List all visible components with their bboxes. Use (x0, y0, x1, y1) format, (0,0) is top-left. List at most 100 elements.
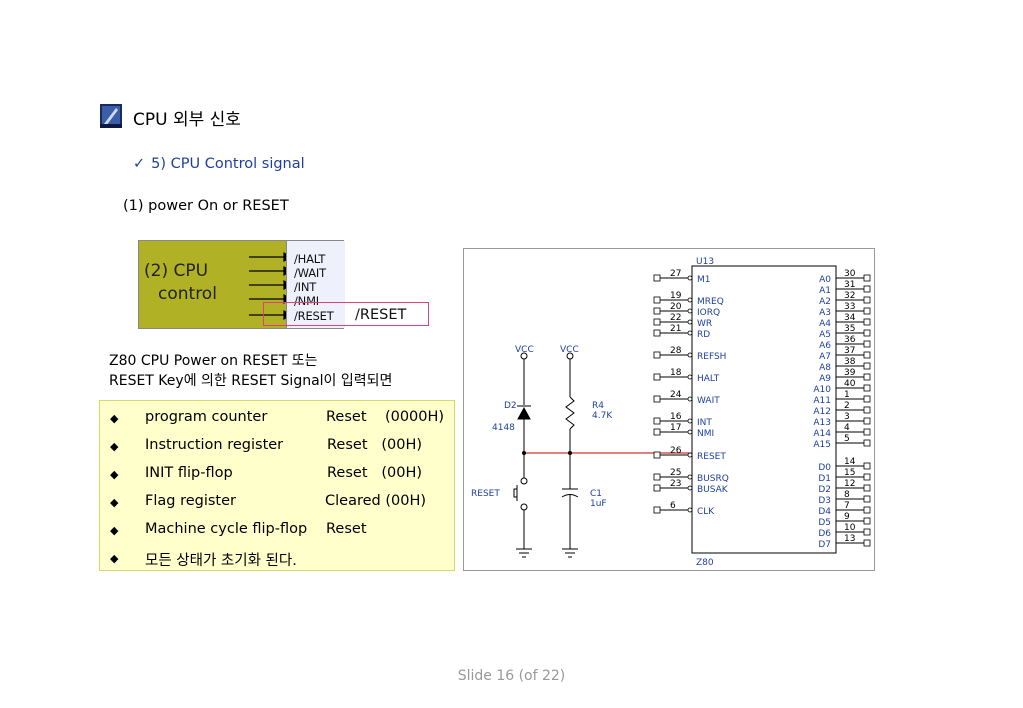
pin-connector (863, 340, 871, 348)
diode-part: 4148 (492, 423, 515, 433)
pin-number: 13 (844, 534, 855, 544)
pin-connector (863, 528, 871, 536)
pin-number: 25 (670, 468, 681, 478)
pin-connector (863, 517, 871, 525)
diode-ref: D2 (504, 401, 517, 411)
pin-name: A10 (813, 385, 831, 395)
right-pin: 8D3 (818, 490, 871, 506)
pin-connector (863, 539, 871, 547)
pin-number: 6 (670, 501, 676, 511)
pin-name: D4 (818, 507, 831, 517)
pin-bubble (687, 352, 693, 358)
pin-name: RESET (697, 452, 726, 462)
pin-bubble (687, 474, 693, 480)
diamond-bullet-icon: ◆ (110, 440, 119, 453)
pin-bubble (687, 374, 693, 380)
signal-nmi: /NMI (294, 294, 319, 308)
diamond-bullet-icon: ◆ (110, 552, 119, 565)
pin-connector (653, 351, 661, 359)
pin-number: 8 (844, 490, 850, 500)
pin-number: 34 (844, 313, 856, 323)
cpu-control-diagram: (2) CPU control /HALT /WAIT /INT /NMI /R… (138, 240, 345, 329)
signal-wait: /WAIT (294, 266, 326, 280)
chip-part: Z80 (696, 558, 714, 568)
pin-bubble (687, 297, 693, 303)
subtitle-text: 5) CPU Control signal (151, 156, 305, 172)
pin-connector (863, 406, 871, 414)
pin-number: 20 (670, 302, 682, 312)
pin-name: A6 (819, 341, 831, 351)
control-label-line2: control (158, 284, 217, 304)
pin-number: 40 (844, 379, 856, 389)
pin-bubble (687, 429, 693, 435)
pin-connector (863, 417, 871, 425)
pin-bubble (687, 275, 693, 281)
pin-name: WR (697, 319, 712, 329)
pin-number: 36 (844, 335, 856, 345)
pin-name: A15 (813, 440, 831, 450)
pin-number: 2 (844, 401, 850, 411)
register-value: Reset (0000H) (326, 409, 445, 425)
resistor-ref: R4 (592, 401, 604, 411)
register-name: INIT flip-flop (145, 465, 233, 481)
pin-number: 33 (844, 302, 855, 312)
pin-connector (653, 473, 661, 481)
pin-name: A14 (813, 429, 831, 439)
pin-name: D0 (818, 463, 831, 473)
switch-label: RESET (471, 489, 500, 499)
pin-connector (653, 395, 661, 403)
pin-connector (863, 506, 871, 514)
pin-number: 31 (844, 280, 855, 290)
pin-connector (863, 318, 871, 326)
cap-ref: C1 (590, 489, 602, 499)
pin-number: 16 (670, 412, 682, 422)
pin-connector (653, 428, 661, 436)
pin-number: 30 (844, 269, 856, 279)
pin-number: 38 (844, 357, 856, 367)
pin-connector (863, 296, 871, 304)
summary-text: 모든 상태가 초기화 된다. (145, 553, 297, 569)
pin-bubble (687, 308, 693, 314)
pin-name: IORQ (697, 308, 720, 318)
pin-name: WAIT (697, 396, 720, 406)
pin-name: D6 (818, 529, 831, 539)
pin-connector (863, 439, 871, 447)
register-name: Flag register (145, 493, 236, 509)
pin-number: 35 (844, 324, 855, 334)
pin-connector (653, 451, 661, 459)
signal-reset: /RESET (294, 309, 334, 323)
pin-connector (653, 484, 661, 492)
register-name: Machine cycle flip-flop (145, 521, 308, 537)
pin-bubble (687, 452, 693, 458)
pin-number: 7 (844, 501, 850, 511)
signal-panel (286, 241, 345, 328)
pin-bubble (687, 319, 693, 325)
pin-name: CLK (697, 507, 715, 517)
pin-name: A3 (819, 308, 831, 318)
pin-connector (653, 373, 661, 381)
pin-connector (653, 318, 661, 326)
pin-name: D3 (818, 496, 831, 506)
diamond-bullet-icon: ◆ (110, 468, 119, 481)
pin-name: D7 (818, 540, 831, 550)
pin-number: 17 (670, 423, 681, 433)
pin-number: 1 (844, 390, 850, 400)
pin-connector (863, 495, 871, 503)
